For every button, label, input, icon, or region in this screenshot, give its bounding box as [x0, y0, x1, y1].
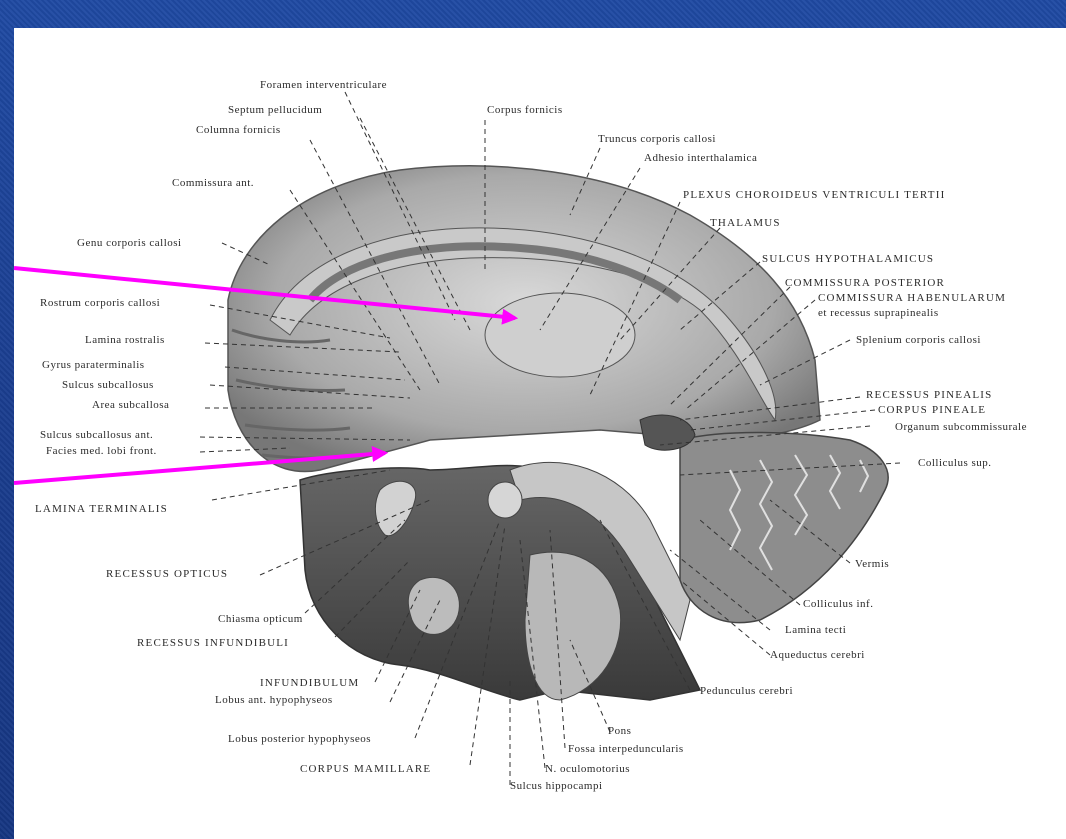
label-corpus-pineale: CORPUS PINEALE	[878, 404, 986, 416]
label-commissura-posterior: COMMISSURA POSTERIOR	[785, 277, 945, 289]
mamillary-body	[488, 482, 522, 518]
label-lamina-tecti: Lamina tecti	[785, 624, 846, 636]
label-area-subcallosa: Area subcallosa	[92, 399, 169, 411]
label-plexus-choroideus: PLEXUS CHOROIDEUS VENTRICULI TERTII	[683, 189, 945, 201]
label-commissura-habenularum: COMMISSURA HABENULARUM	[818, 292, 1006, 304]
label-pedunculus-cerebri: Pedunculus cerebri	[700, 685, 793, 697]
label-colliculus-sup: Colliculus sup.	[918, 457, 992, 469]
label-fossa-interpeduncularis: Fossa interpeduncularis	[568, 743, 684, 755]
label-recessus-infundibuli: RECESSUS INFUNDIBULI	[137, 637, 289, 649]
label-recessus-opticus: RECESSUS OPTICUS	[106, 568, 228, 580]
label-chiasma-opticum: Chiasma opticum	[218, 613, 303, 625]
label-columna-fornicis: Columna fornicis	[196, 124, 281, 136]
label-infundibulum: INFUNDIBULUM	[260, 677, 359, 689]
label-colliculus-inf: Colliculus inf.	[803, 598, 873, 610]
label-genu-corporis-callosi: Genu corporis callosi	[77, 237, 182, 249]
label-sulcus-subcallosus-ant: Sulcus subcallosus ant.	[40, 429, 153, 441]
label-foramen-interventriculare: Foramen interventriculare	[260, 79, 387, 91]
label-recessus-pinealis: RECESSUS PINEALIS	[866, 389, 992, 401]
label-n-oculomotorius: N. oculomotorius	[545, 763, 630, 775]
label-vermis: Vermis	[855, 558, 889, 570]
label-sulcus-hypothalamicus: SULCUS HYPOTHALAMICUS	[762, 253, 934, 265]
label-lobus-ant-hypophyseos: Lobus ant. hypophyseos	[215, 694, 333, 706]
cerebellum-shape	[680, 433, 888, 623]
label-facies-med-lobi-front: Facies med. lobi front.	[46, 445, 157, 457]
label-aqueductus-cerebri: Aqueductus cerebri	[770, 649, 865, 661]
label-gyrus-paraterminalis: Gyrus paraterminalis	[42, 359, 145, 371]
label-commissura-ant: Commissura ant.	[172, 177, 254, 189]
label-sulcus-subcallosus: Sulcus subcallosus	[62, 379, 154, 391]
label-septum-pellucidum: Septum pellucidum	[228, 104, 322, 116]
label-corpus-fornicis: Corpus fornicis	[487, 104, 563, 116]
label-organum-subcommissurale: Organum subcommissurale	[895, 421, 1027, 433]
label-thalamus: THALAMUS	[710, 217, 781, 229]
label-recessus-suprapinealis: et recessus suprapinealis	[818, 307, 939, 319]
hypophysis-shape	[408, 577, 459, 634]
thalamus-shape	[485, 293, 635, 377]
label-pons: Pons	[608, 725, 631, 737]
label-sulcus-hippocampi: Sulcus hippocampi	[510, 780, 603, 792]
label-lamina-terminalis: LAMINA TERMINALIS	[35, 503, 168, 515]
label-lobus-posterior-hypophyseos: Lobus posterior hypophyseos	[228, 733, 371, 745]
label-lamina-rostralis: Lamina rostralis	[85, 334, 165, 346]
label-adhesio-interthalamica: Adhesio interthalamica	[644, 152, 757, 164]
label-corpus-mamillare: CORPUS MAMILLARE	[300, 763, 431, 775]
label-rostrum-corporis-callosi: Rostrum corporis callosi	[40, 297, 160, 309]
label-truncus-corporis-callosi: Truncus corporis callosi	[598, 133, 716, 145]
label-splenium-corporis-callosi: Splenium corporis callosi	[856, 334, 981, 346]
